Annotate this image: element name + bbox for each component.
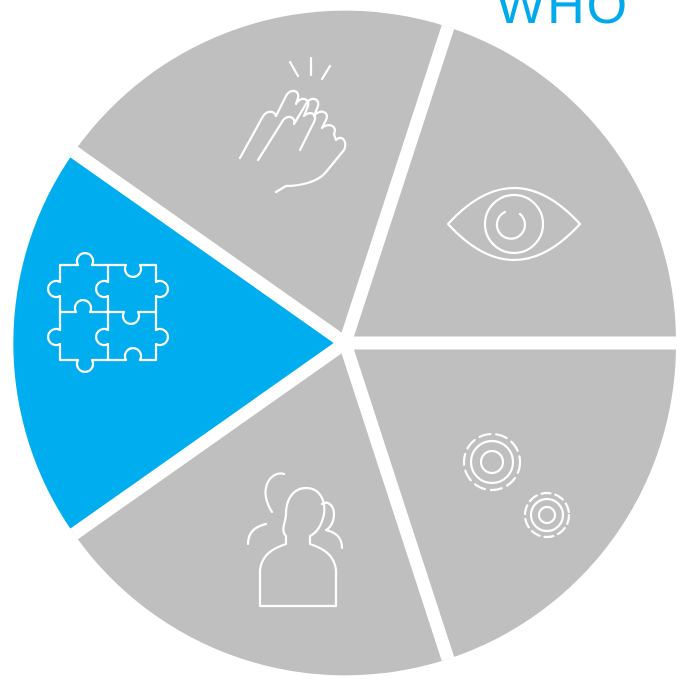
diagram-heading: WHO bbox=[496, 0, 630, 35]
gears-icon bbox=[462, 432, 571, 539]
wedge-people[interactable] bbox=[74, 343, 448, 676]
wedge-separators bbox=[70, 24, 687, 662]
wedge-teamwork[interactable] bbox=[13, 152, 346, 534]
clapping-hands-icon bbox=[238, 56, 347, 194]
puzzle-icon bbox=[47, 252, 169, 373]
eye-icon bbox=[446, 186, 582, 262]
people-group-icon bbox=[246, 472, 344, 608]
wedge-appreciation[interactable] bbox=[74, 10, 448, 343]
